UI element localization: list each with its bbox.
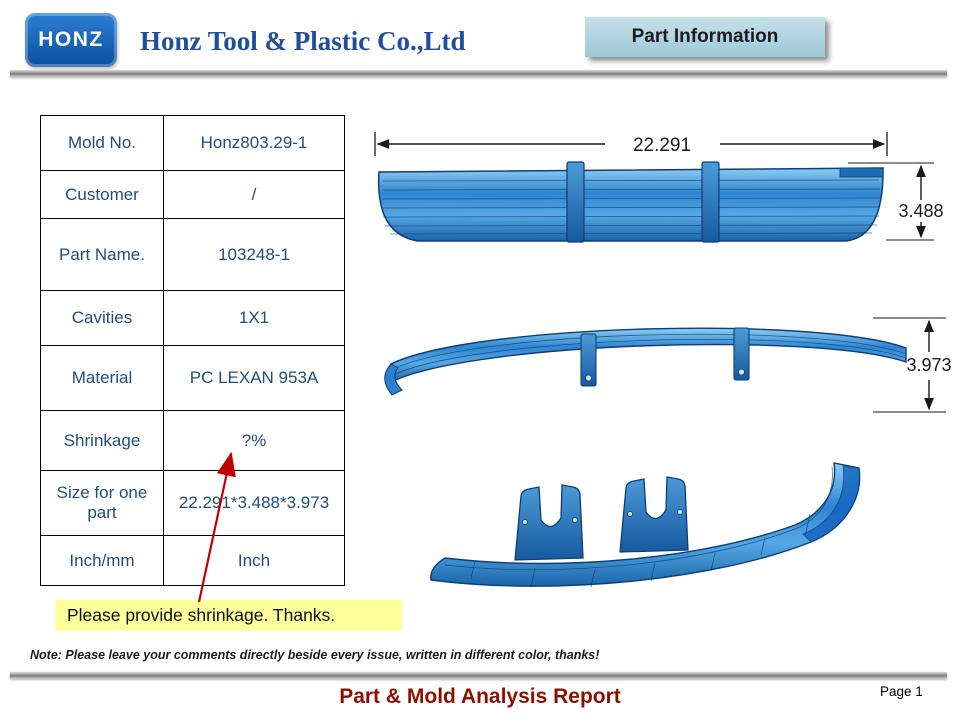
row-value: 103248-1 bbox=[163, 218, 345, 291]
row-value: / bbox=[163, 170, 345, 219]
company-title: Honz Tool & Plastic Co.,Ltd bbox=[140, 26, 466, 56]
company-logo: HONZ bbox=[25, 13, 117, 67]
row-value: PC LEXAN 953A bbox=[163, 345, 345, 411]
dim-height-label: 3.488 bbox=[898, 201, 943, 221]
dim-depth-label: 3.973 bbox=[906, 355, 951, 375]
row-value: 1X1 bbox=[163, 290, 345, 346]
row-label: Size for one part bbox=[40, 470, 164, 536]
row-value shrinkage-value: ?% bbox=[163, 410, 345, 471]
row-value: Honz803.29-1 bbox=[163, 115, 345, 171]
bracket-shape bbox=[514, 476, 689, 561]
row-label: Part Name. bbox=[40, 218, 164, 291]
top-divider-bar bbox=[10, 70, 947, 77]
shrinkage-pointer-arrow-icon bbox=[197, 451, 236, 603]
row-label: Inch/mm bbox=[40, 535, 164, 586]
report-title: Part & Mold Analysis Report bbox=[339, 685, 621, 708]
row-label: Cavities bbox=[40, 290, 164, 346]
table-row: Cavities 1X1 bbox=[40, 290, 345, 346]
row-label: Mold No. bbox=[40, 115, 164, 171]
row-value: Inch bbox=[163, 535, 345, 586]
row-value: 22.291*3.488*3.973 bbox=[163, 470, 345, 536]
table-row: Shrinkage ?% bbox=[40, 410, 345, 471]
part-perspective-view-image bbox=[430, 462, 861, 588]
table-row: Material PC LEXAN 953A bbox=[40, 345, 345, 411]
part-rear-view-image: 3.973 bbox=[384, 317, 952, 413]
row-label: Shrinkage bbox=[40, 410, 164, 471]
table-row: Size for one part 22.291*3.488*3.973 bbox=[40, 470, 345, 536]
table-row: Inch/mm Inch bbox=[40, 535, 345, 586]
logo-text: HONZ bbox=[38, 28, 104, 51]
table-row: Mold No. Honz803.29-1 bbox=[40, 115, 345, 171]
bottom-divider-bar bbox=[10, 672, 947, 679]
row-label: Material bbox=[40, 345, 164, 411]
part-information-tag: Part Information bbox=[585, 17, 825, 57]
footer-note: Note: Please leave your comments directl… bbox=[30, 648, 600, 662]
part-front-view-image: 22.291 3.488 bbox=[374, 132, 944, 243]
dim-length-label: 22.291 bbox=[633, 135, 691, 156]
table-row: Part Name. 103248-1 bbox=[40, 218, 345, 291]
row-label: Customer bbox=[40, 170, 164, 219]
spec-table: Mold No. Honz803.29-1 Customer / Part Na… bbox=[40, 115, 345, 586]
table-row: Customer / bbox=[40, 170, 345, 219]
page-number: Page 1 bbox=[874, 683, 929, 700]
shrinkage-comment-note: Please provide shrinkage. Thanks. bbox=[55, 600, 402, 631]
